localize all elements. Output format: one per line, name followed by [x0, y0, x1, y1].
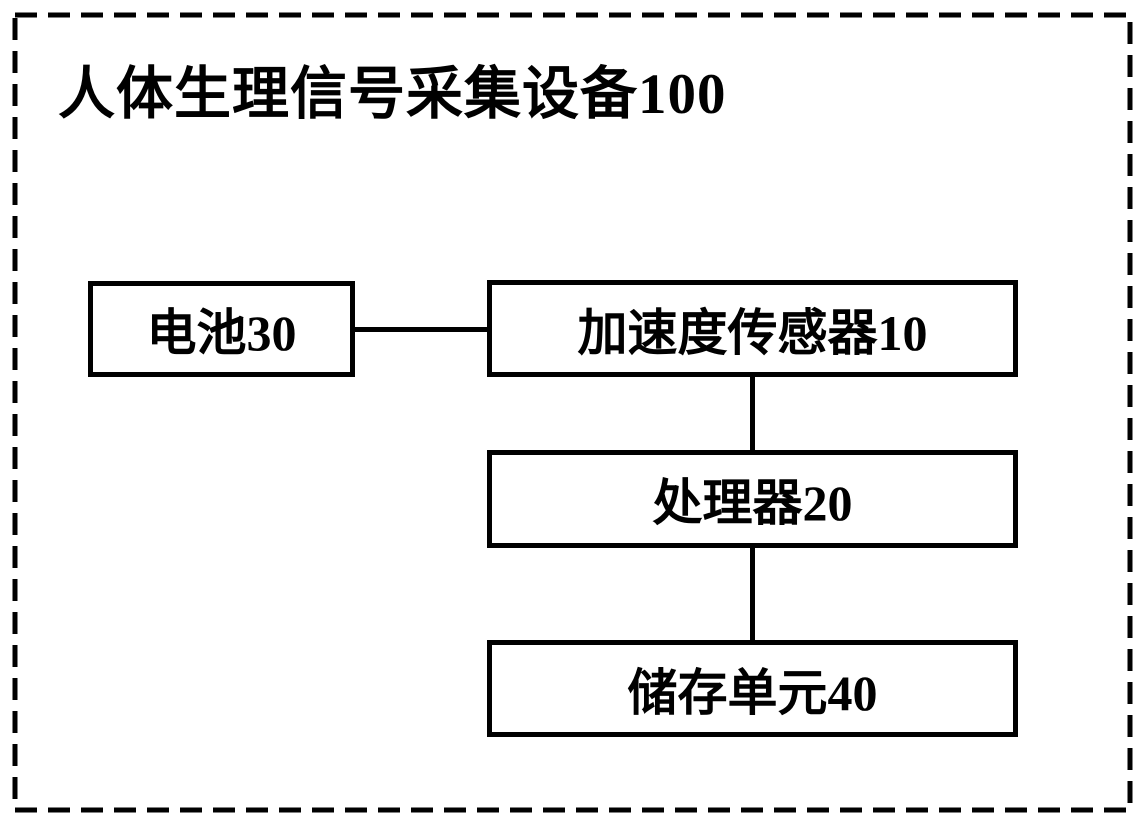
- node-accelerometer-label: 加速度传感器10: [577, 304, 928, 361]
- edge-accelerometer-processor: [750, 375, 755, 452]
- node-processor-label: 处理器20: [652, 475, 853, 531]
- node-battery-label: 电池30: [146, 305, 297, 361]
- diagram-title: 人体生理信号采集设备100: [58, 63, 727, 126]
- edge-battery-accelerometer: [353, 327, 489, 332]
- edge-processor-storage: [750, 546, 755, 642]
- node-storage: 储存单元40: [487, 640, 1018, 737]
- node-storage-label: 储存单元40: [627, 664, 878, 721]
- node-accelerometer: 加速度传感器10: [487, 280, 1018, 377]
- node-processor: 处理器20: [487, 450, 1018, 548]
- node-battery: 电池30: [88, 281, 355, 377]
